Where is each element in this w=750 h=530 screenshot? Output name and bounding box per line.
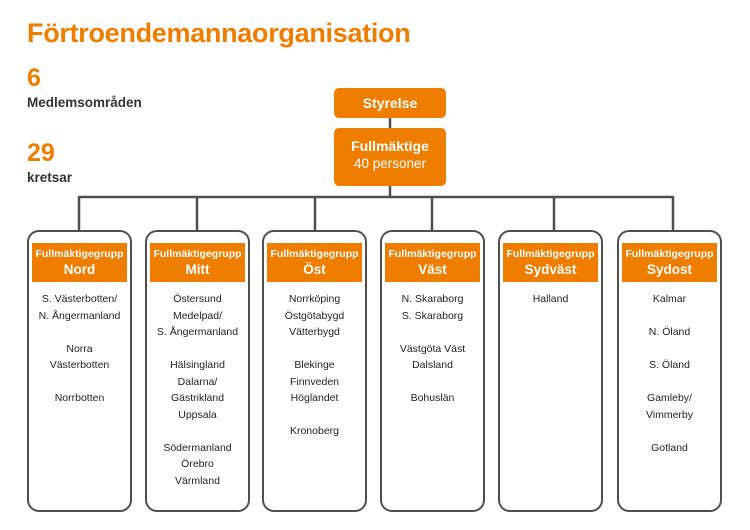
member-item: Västerbotten	[49, 359, 110, 371]
group-name: Sydväst	[524, 262, 577, 277]
member-item: Norrbotten	[54, 392, 105, 404]
member-item: Uppsala	[178, 408, 217, 421]
stat-circuits-label: kretsar	[27, 170, 73, 185]
styrelse-box: Styrelse	[334, 88, 446, 118]
member-spacer	[147, 423, 248, 440]
member-item: Halland	[532, 293, 569, 305]
group-name: Väst	[418, 262, 447, 277]
group-header-label: Fullmäktigegrupp	[625, 248, 714, 260]
member-item: Örebro	[181, 458, 214, 470]
member-item: S. Öland	[649, 359, 690, 371]
group-name: Nord	[63, 262, 96, 277]
member-item: Östgötabygd	[284, 309, 345, 322]
member-item: Höglandet	[290, 392, 339, 404]
member-spacer	[29, 324, 130, 341]
group-name: Öst	[303, 262, 326, 277]
group-header-label: Fullmäktigegrupp	[270, 248, 359, 260]
member-spacer	[619, 308, 720, 325]
group-vast: Fullmäktigegrupp Väst N. Skaraborg S. Ska…	[380, 230, 485, 512]
member-item: Vätterbygd	[289, 326, 340, 338]
member-item: Medelpad/	[172, 309, 223, 322]
member-spacer	[382, 324, 483, 341]
group-name: Sydost	[646, 262, 692, 277]
member-spacer	[264, 407, 365, 424]
member-item: Gotland	[651, 441, 688, 454]
member-item: N. Skaraborg	[401, 293, 464, 305]
member-item: Kalmar	[652, 293, 687, 305]
member-spacer	[264, 341, 365, 358]
member-item: S. Skaraborg	[401, 309, 464, 322]
member-item: Dalsland	[412, 359, 453, 371]
member-item: Finnveden	[289, 375, 340, 388]
fullmaktige-title: Fullmäktige	[351, 138, 429, 154]
member-spacer	[619, 374, 720, 391]
member-item: Dalarna/	[177, 375, 218, 388]
group-header: Fullmäktigegrupp Väst	[385, 243, 480, 282]
member-item: N. Öland	[648, 326, 691, 338]
member-item: Södermanland	[163, 441, 232, 454]
member-item: Östersund	[173, 293, 222, 305]
group-header-label: Fullmäktigegrupp	[35, 248, 124, 260]
group-header-label: Fullmäktigegrupp	[506, 248, 595, 260]
member-spacer	[619, 341, 720, 358]
stat-areas-label: Medlemsområden	[27, 95, 142, 110]
stat-areas-number: 6	[27, 64, 41, 92]
member-item: N. Ångermanland	[38, 309, 121, 322]
member-item: Gästrikland	[170, 392, 225, 404]
member-item: S. Ångermanland	[156, 326, 239, 338]
group-header: Fullmäktigegrupp Mitt	[150, 243, 245, 282]
member-item: Bohuslän	[410, 392, 455, 404]
fullmaktige-subtitle: 40 personer	[353, 156, 427, 171]
page-title: Förtroendemannaorganisation	[27, 18, 411, 48]
group-name: Mitt	[185, 262, 210, 277]
group-sydvast: Fullmäktigegrupp Sydväst Halland	[498, 230, 603, 512]
member-item: Norrköping	[288, 293, 341, 305]
member-spacer	[382, 374, 483, 391]
member-item: Vimmerby	[645, 408, 694, 421]
group-nord: Fullmäktigegrupp Nord S. Västerbotten/N.…	[27, 230, 132, 512]
member-item: Gamleby/	[647, 392, 692, 404]
member-spacer	[29, 374, 130, 391]
group-header: Fullmäktigegrupp Öst	[267, 243, 362, 282]
group-header: Fullmäktigegrupp Sydväst	[503, 243, 598, 282]
member-spacer	[147, 341, 248, 358]
group-header-label: Fullmäktigegrupp	[388, 248, 477, 260]
group-members: Halland	[500, 282, 601, 308]
member-item: Hälsingland	[170, 359, 225, 371]
stat-circuits-number: 29	[27, 139, 55, 167]
member-item: Norra	[66, 342, 93, 355]
group-header: Fullmäktigegrupp Sydost	[622, 243, 717, 282]
member-item: Kronoberg	[289, 425, 340, 437]
member-item: Västgöta Väst	[399, 342, 466, 355]
group-header-label: Fullmäktigegrupp	[153, 248, 242, 260]
group-header: Fullmäktigegrupp Nord	[32, 243, 127, 282]
member-spacer	[619, 423, 720, 440]
member-item: Värmland	[175, 474, 220, 487]
member-item: Blekinge	[294, 359, 335, 371]
member-item: S. Västerbotten/	[41, 293, 118, 305]
fullmaktige-box: Fullmäktige 40 personer	[334, 128, 446, 186]
